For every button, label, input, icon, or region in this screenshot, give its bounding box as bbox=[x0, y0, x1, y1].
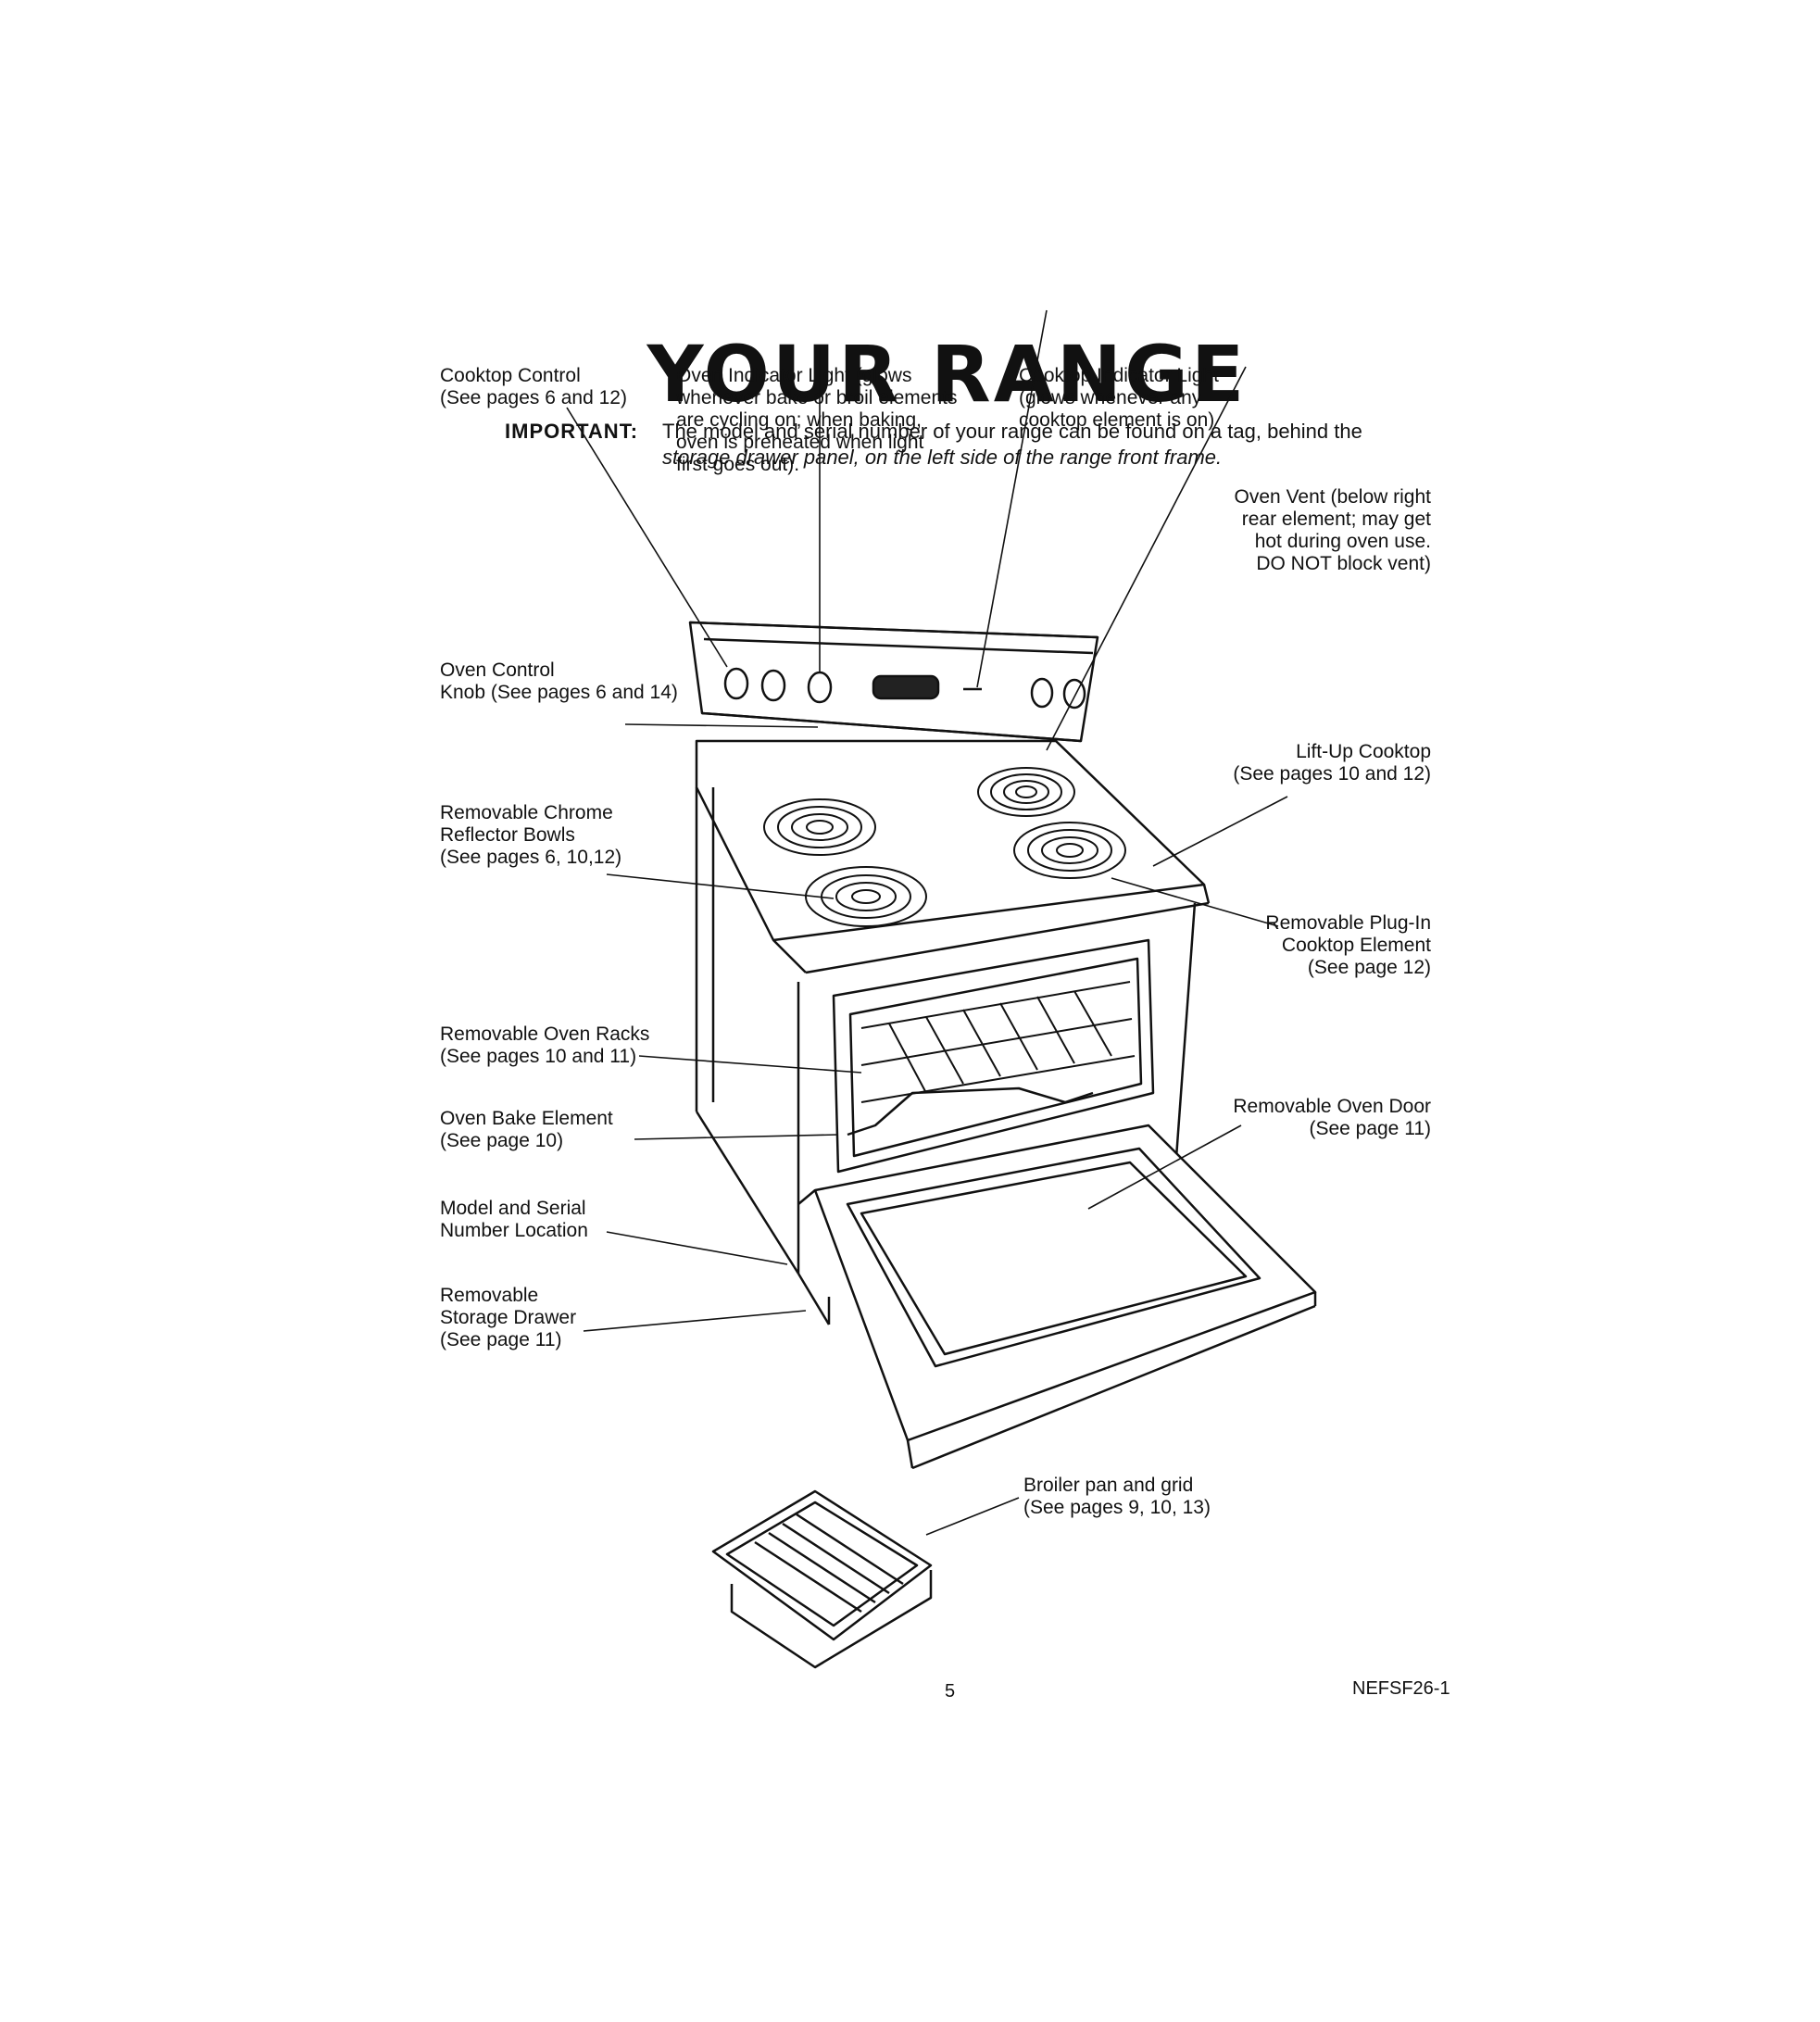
important-text-line1: The model and serial number of your rang… bbox=[662, 420, 1362, 443]
cooktop bbox=[695, 739, 1211, 974]
label-lift-up-cooktop: Lift-Up Cooktop (See pages 10 and 12) bbox=[1233, 741, 1431, 785]
surface-elements bbox=[763, 767, 1126, 927]
storage-drawer bbox=[797, 1189, 831, 1325]
label-model-serial-location: Model and Serial Number Location bbox=[440, 1198, 588, 1241]
label-oven-control-knob: Oven Control Knob (See pages 6 and 14) bbox=[440, 659, 678, 703]
important-label: IMPORTANT: bbox=[505, 420, 639, 443]
label-oven-indicator-light: Oven Indicator Light (glows whenever bak… bbox=[676, 365, 958, 475]
oven-rack bbox=[860, 981, 1136, 1103]
control-knobs bbox=[723, 667, 1086, 710]
page-number: 5 bbox=[945, 1681, 956, 1702]
important-text-line2: storage drawer panel, on the left side o… bbox=[662, 446, 1223, 469]
broiler-pan bbox=[711, 1489, 933, 1669]
label-reflector-bowls: Removable Chrome Reflector Bowls (See pa… bbox=[440, 802, 622, 868]
label-cooktop-indicator-light: Cooktop Indicator Light (glows whenever … bbox=[1019, 365, 1219, 431]
oven-cavity bbox=[832, 938, 1155, 1174]
oven-door bbox=[813, 1124, 1317, 1470]
label-broiler-pan: Broiler pan and grid (See pages 9, 10, 1… bbox=[1023, 1475, 1211, 1518]
leader-lines bbox=[566, 309, 1288, 1536]
label-oven-vent: Oven Vent (below right rear element; may… bbox=[1234, 486, 1431, 574]
page-title: YOUR RANGE bbox=[646, 329, 1248, 420]
label-storage-drawer: Removable Storage Drawer (See page 11) bbox=[440, 1285, 577, 1350]
label-oven-racks: Removable Oven Racks (See pages 10 and 1… bbox=[440, 1024, 650, 1067]
label-cooktop-control: Cooktop Control (See pages 6 and 12) bbox=[440, 365, 627, 408]
range-body bbox=[695, 787, 1197, 1275]
label-oven-door: Removable Oven Door (See page 11) bbox=[1233, 1096, 1431, 1139]
document-code: NEFSF26-1 bbox=[1352, 1678, 1450, 1699]
label-plug-in-element: Removable Plug-In Cooktop Element (See p… bbox=[1265, 912, 1431, 978]
label-oven-bake-element: Oven Bake Element (See page 10) bbox=[440, 1108, 613, 1151]
